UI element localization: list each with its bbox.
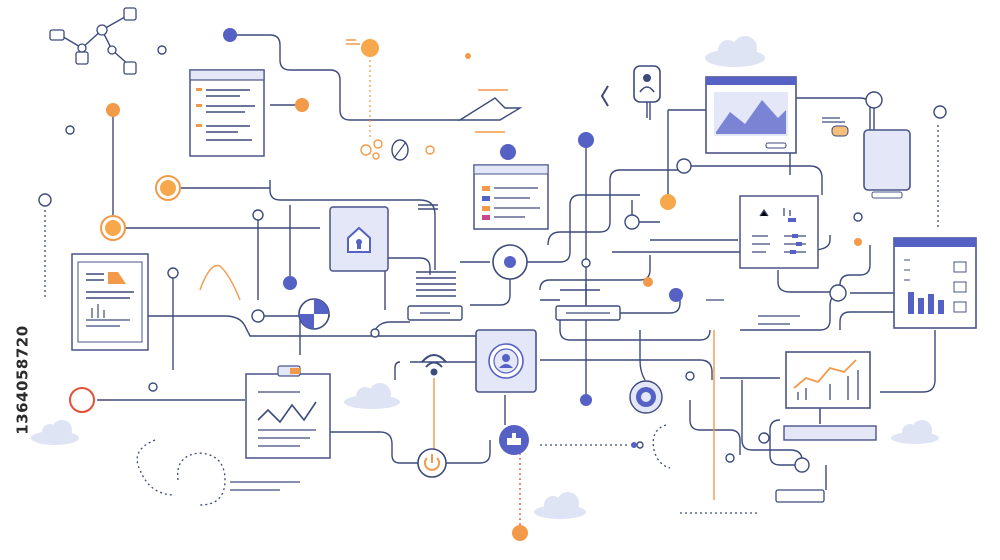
cloud-icon — [705, 36, 765, 67]
image-id-text: 1364058720 — [8, 300, 38, 460]
power-icon — [417, 448, 447, 478]
orange-nodes — [69, 39, 676, 541]
orange-small-node — [854, 238, 862, 246]
image-id-label: 1364058720 — [14, 325, 32, 435]
leaf-icon — [391, 139, 435, 161]
cloud-icon — [31, 420, 79, 445]
robot-icon — [499, 425, 529, 455]
hub-node — [492, 244, 528, 280]
lock-panel-icon — [329, 206, 389, 272]
blue-small-node — [631, 442, 637, 448]
pin-icon — [633, 65, 661, 118]
connector-lines — [59, 13, 936, 490]
tablet-icon — [863, 129, 911, 199]
orange-lines — [199, 264, 715, 500]
clipboard-chart-icon — [245, 365, 331, 459]
app-window-icon — [473, 164, 549, 230]
laptop-chart-icon — [705, 76, 797, 154]
accent-pills — [230, 39, 849, 503]
dashboard-icon — [893, 237, 977, 329]
blue-nodes — [223, 28, 683, 406]
document-icon — [189, 69, 265, 157]
pie-chart-icon — [298, 298, 330, 330]
outline-nodes — [38, 45, 947, 473]
user-profile-icon — [475, 329, 537, 393]
target-node — [629, 380, 663, 414]
cloud-icon — [891, 420, 939, 444]
paper-plane-icon — [457, 89, 523, 121]
gear-icon — [360, 139, 383, 160]
server-list-icon — [407, 271, 463, 321]
wifi-icon — [421, 354, 447, 376]
server-list-icon — [555, 289, 621, 321]
cloud-icon — [534, 492, 586, 519]
bracket-icon — [600, 85, 609, 107]
cloud-icon — [344, 383, 400, 409]
monitor-chart-icon — [783, 351, 877, 441]
report-document-icon — [71, 253, 149, 351]
network-graph-icon — [49, 7, 137, 75]
settings-panel-icon — [739, 195, 819, 269]
